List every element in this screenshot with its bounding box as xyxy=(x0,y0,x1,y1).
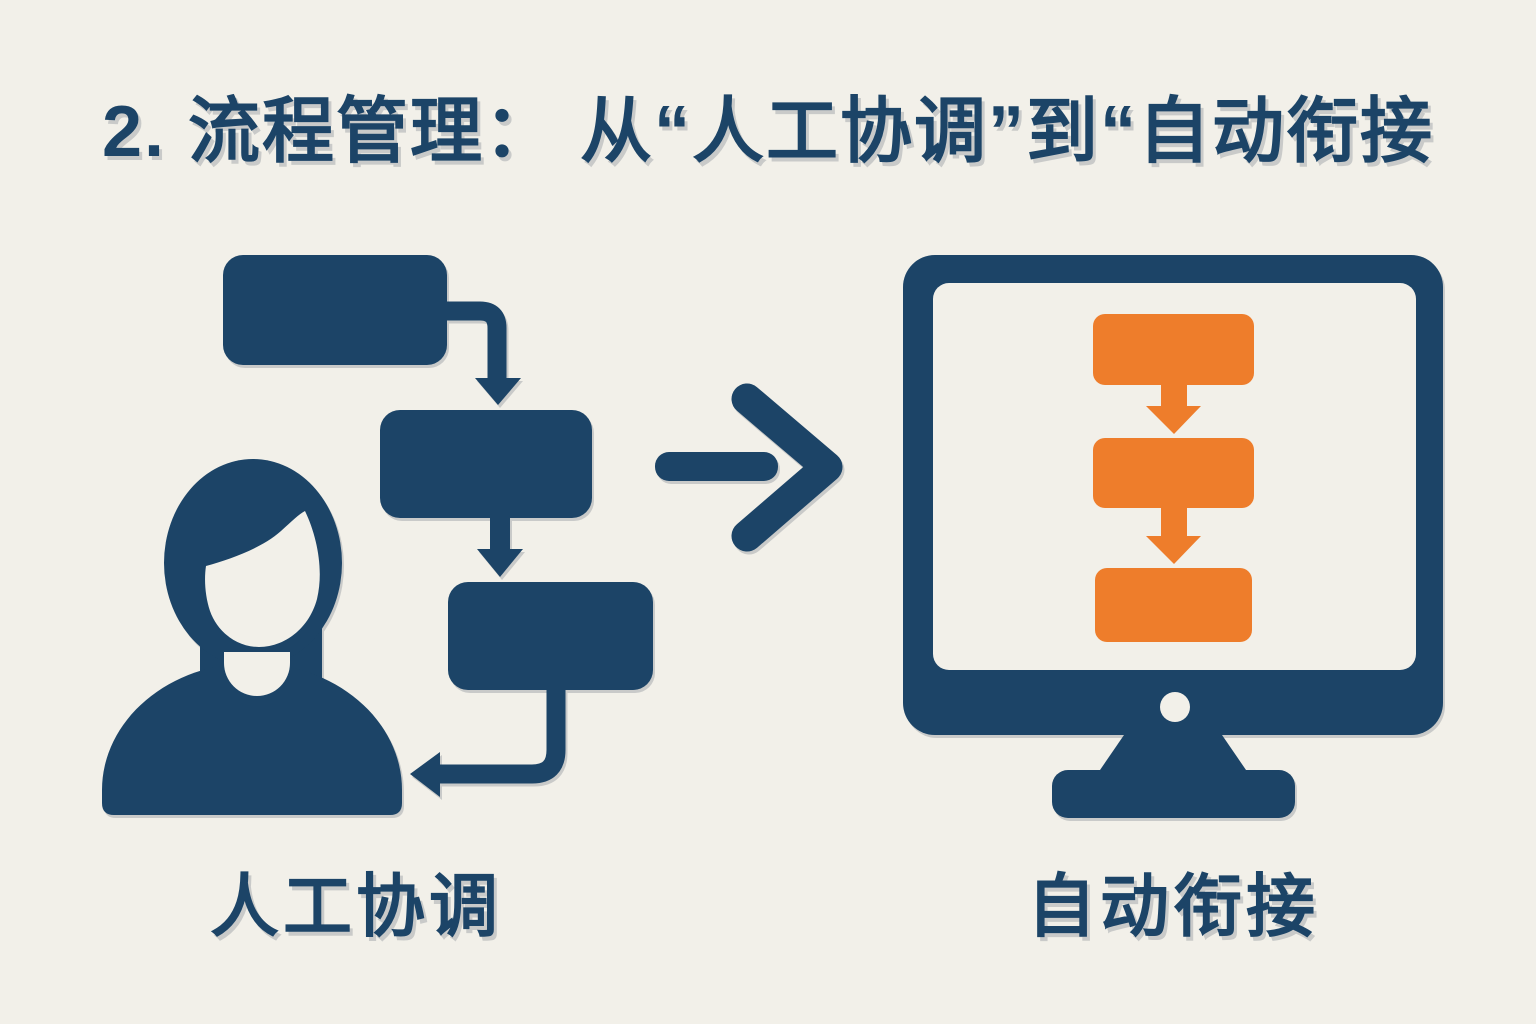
right-arrow-icon xyxy=(655,383,843,552)
return-arrow-icon xyxy=(440,690,566,784)
flowchart-box-3 xyxy=(448,582,653,690)
elbow-arrowhead-icon xyxy=(475,378,521,405)
auto-down-arrowhead-1 xyxy=(1146,406,1201,434)
person-body xyxy=(102,663,402,815)
auto-down-arrowhead-2 xyxy=(1146,536,1201,564)
person-icon xyxy=(102,459,402,815)
manual-coordination-label: 人工协调 xyxy=(210,868,502,945)
person-face xyxy=(205,511,320,647)
auto-flow-box-3 xyxy=(1095,568,1252,642)
elbow-arrow-icon xyxy=(447,301,507,380)
flowchart-box-2 xyxy=(380,410,592,518)
monitor-icon xyxy=(903,255,1443,818)
page-title: 2. 流程管理： 从“人工协调”到“自动衔接 xyxy=(101,92,1435,172)
person-collar xyxy=(224,652,290,696)
auto-connection-label: 自动衔接 xyxy=(1027,868,1319,945)
auto-flowchart xyxy=(1093,314,1254,642)
auto-down-arrow-1 xyxy=(1161,384,1187,408)
webcam-dot xyxy=(1160,692,1190,722)
flowchart-box-1 xyxy=(223,255,447,365)
right-arrow-shaft xyxy=(655,452,778,481)
auto-flow-box-2 xyxy=(1093,438,1254,508)
down-arrowhead-icon xyxy=(477,549,523,577)
return-arrowhead-icon xyxy=(410,752,440,797)
right-arrowhead xyxy=(731,383,843,552)
monitor-stand-neck xyxy=(1100,735,1246,770)
manual-flowchart xyxy=(223,255,653,797)
auto-flow-box-1 xyxy=(1093,314,1254,385)
monitor-stand-base xyxy=(1052,770,1295,818)
down-arrow-icon xyxy=(490,518,510,551)
auto-down-arrow-2 xyxy=(1161,507,1187,538)
